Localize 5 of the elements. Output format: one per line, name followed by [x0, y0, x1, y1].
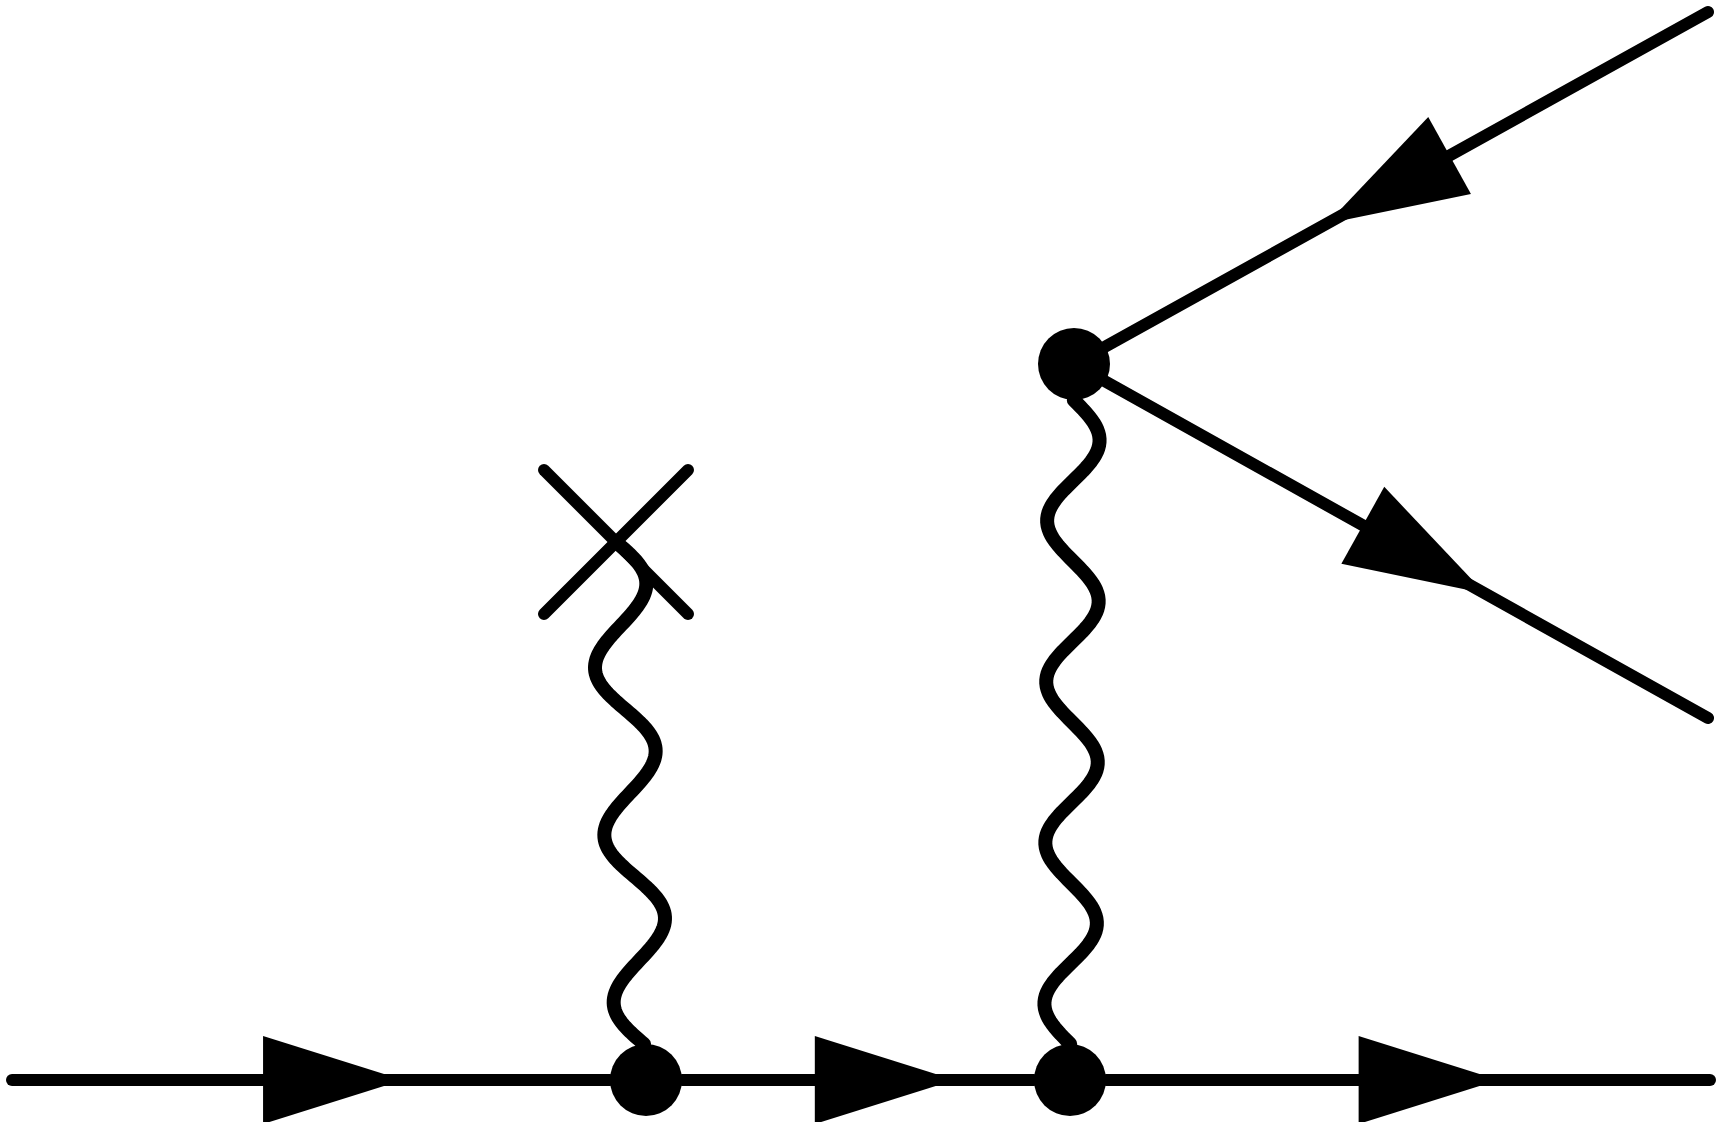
arrow — [1099, 6, 1714, 353]
vertex-dot — [1038, 328, 1110, 400]
wavy-line — [1037, 393, 1107, 1051]
cross-mark — [536, 462, 696, 622]
arrow — [1099, 375, 1714, 724]
